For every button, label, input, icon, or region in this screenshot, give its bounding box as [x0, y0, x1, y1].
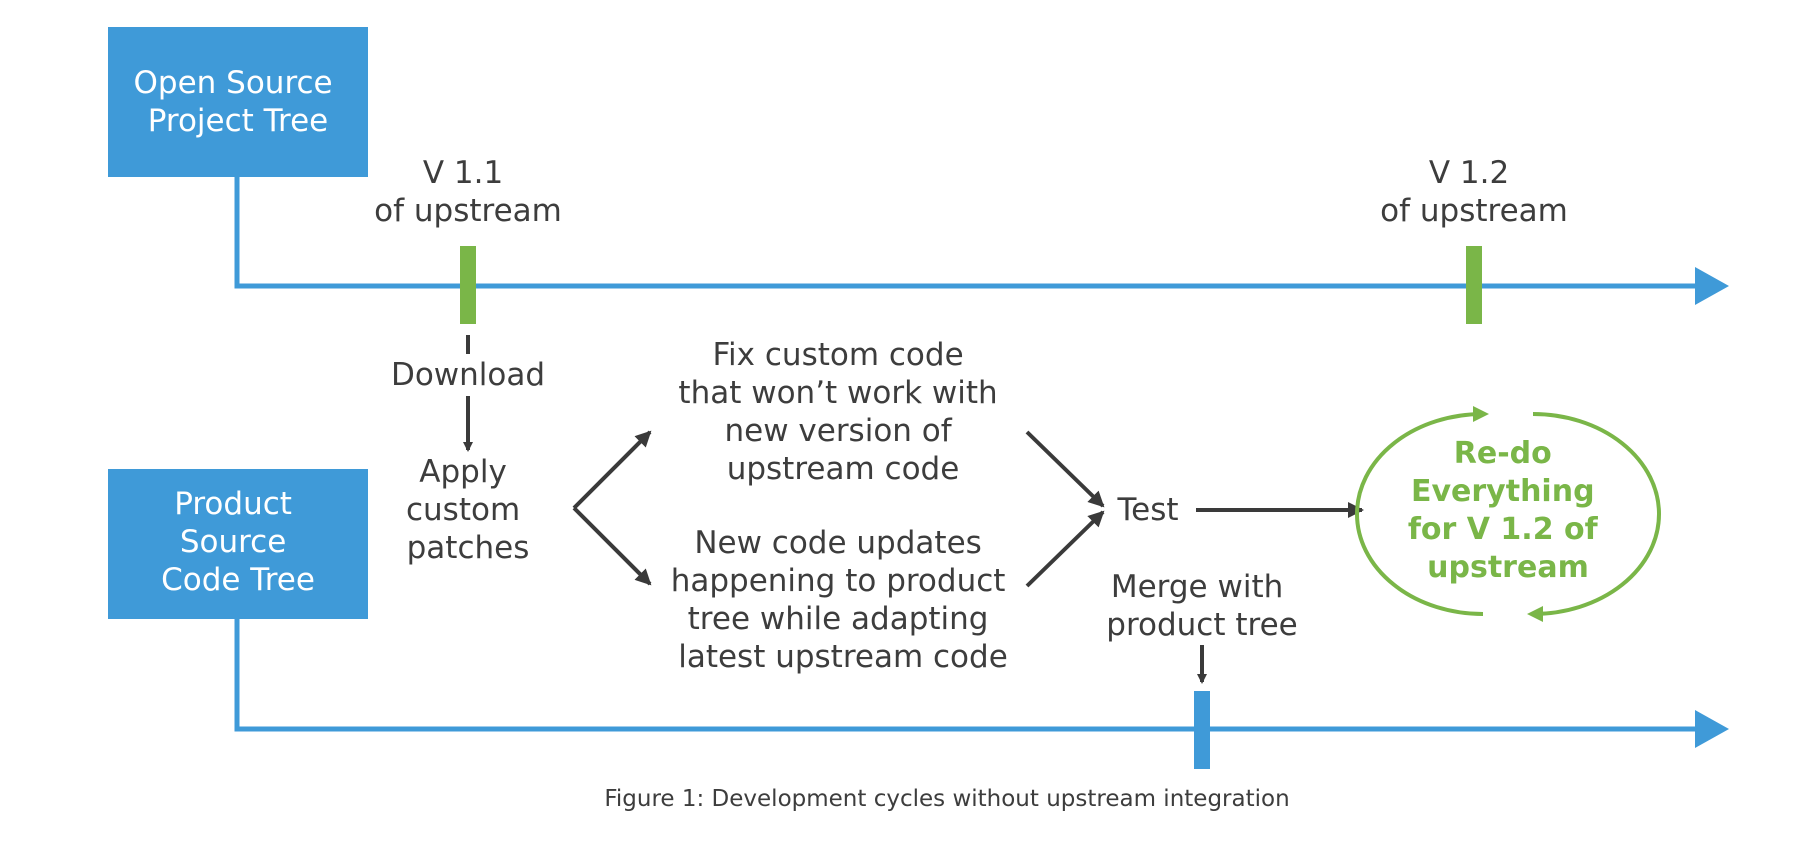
product-box — [108, 469, 368, 619]
v12-label: V 1.2 of upstream — [1380, 155, 1568, 229]
fork-arrow-down — [572, 506, 652, 586]
v11-marker — [460, 246, 476, 324]
new-code-updates-label: New code updates happening to product tr… — [671, 525, 1016, 675]
merge-marker — [1194, 691, 1210, 769]
open-source-box — [108, 27, 368, 177]
upstream-timeline — [234, 177, 1700, 289]
redo-cycle-arc-left — [1355, 406, 1489, 616]
fork-arrow-up — [572, 430, 652, 510]
v11-label: V 1.1 of upstream — [374, 155, 562, 229]
merge-product-tree-label: Merge with product tree — [1106, 569, 1297, 643]
apply-patches-label: Apply custom patches — [406, 454, 530, 566]
upstream-timeline-arrowhead — [1695, 267, 1729, 305]
product-timeline — [234, 619, 1700, 732]
open-source-box-label: Open Source Project Tree — [134, 65, 343, 139]
redo-cycle-arc-right — [1527, 412, 1661, 622]
merge-arrow-up — [1025, 510, 1105, 588]
redo-label: Re-do Everything for V 1.2 of upstream — [1408, 436, 1608, 585]
product-box-label: Product Source Code Tree — [161, 486, 315, 598]
fix-custom-code-label: Fix custom code that won’t work with new… — [678, 337, 1007, 487]
product-timeline-arrowhead — [1695, 710, 1729, 748]
test-label: Test — [1116, 492, 1178, 528]
download-label: Download — [391, 357, 545, 393]
merge-arrow-down — [1025, 430, 1105, 508]
figure-caption: Figure 1: Development cycles without ups… — [604, 786, 1289, 812]
v12-marker — [1466, 246, 1482, 324]
